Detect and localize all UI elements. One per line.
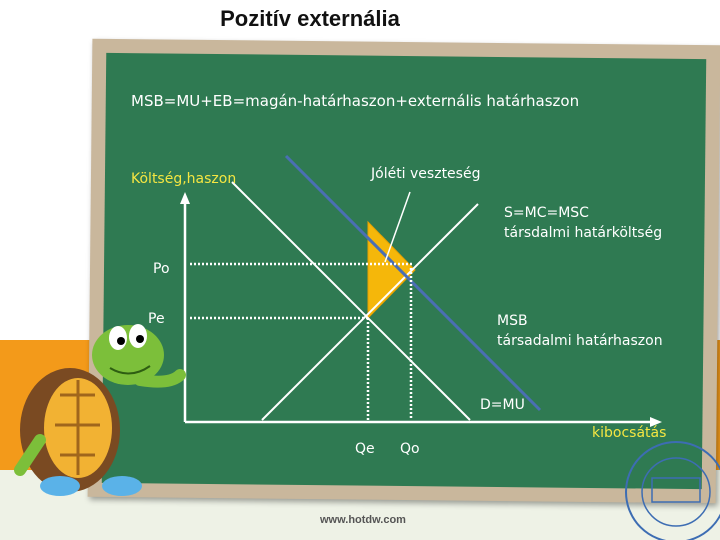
supply-line bbox=[261, 203, 479, 421]
x-axis-label: kibocsátás bbox=[592, 425, 667, 441]
formula-text: MSB=MU+EB=magán-határhaszon+externális h… bbox=[131, 92, 580, 110]
msb-label-line2: társadalmi határhaszon bbox=[497, 333, 663, 349]
demand-label: D=MU bbox=[480, 397, 525, 413]
credit-text: www.hotdw.com bbox=[320, 514, 406, 526]
quantity-equilibrium-label: Qe bbox=[355, 441, 375, 457]
x-axis-arrow bbox=[650, 417, 662, 427]
turtle-illustration bbox=[14, 324, 186, 496]
slide-title: Pozitív externália bbox=[220, 6, 400, 31]
demand-line bbox=[231, 181, 471, 421]
y-axis-label: Költség,haszon bbox=[131, 171, 237, 187]
quantity-optimal-label: Qo bbox=[400, 441, 420, 457]
msb-line bbox=[284, 154, 542, 412]
supply-label-line2: társdalmi határköltség bbox=[504, 225, 663, 241]
welfare-loss-pointer bbox=[384, 191, 411, 263]
msb-label-line1: MSB bbox=[497, 313, 528, 329]
price-equilibrium-label: Pe bbox=[148, 311, 165, 327]
welfare-loss-triangle bbox=[367, 220, 416, 320]
supply-label-line1: S=MC=MSC bbox=[504, 205, 589, 221]
y-axis-arrow bbox=[180, 192, 190, 204]
price-optimal-label: Po bbox=[153, 261, 170, 277]
institution-stamp bbox=[625, 441, 720, 540]
welfare-loss-label: Jóléti veszteség bbox=[371, 166, 481, 182]
